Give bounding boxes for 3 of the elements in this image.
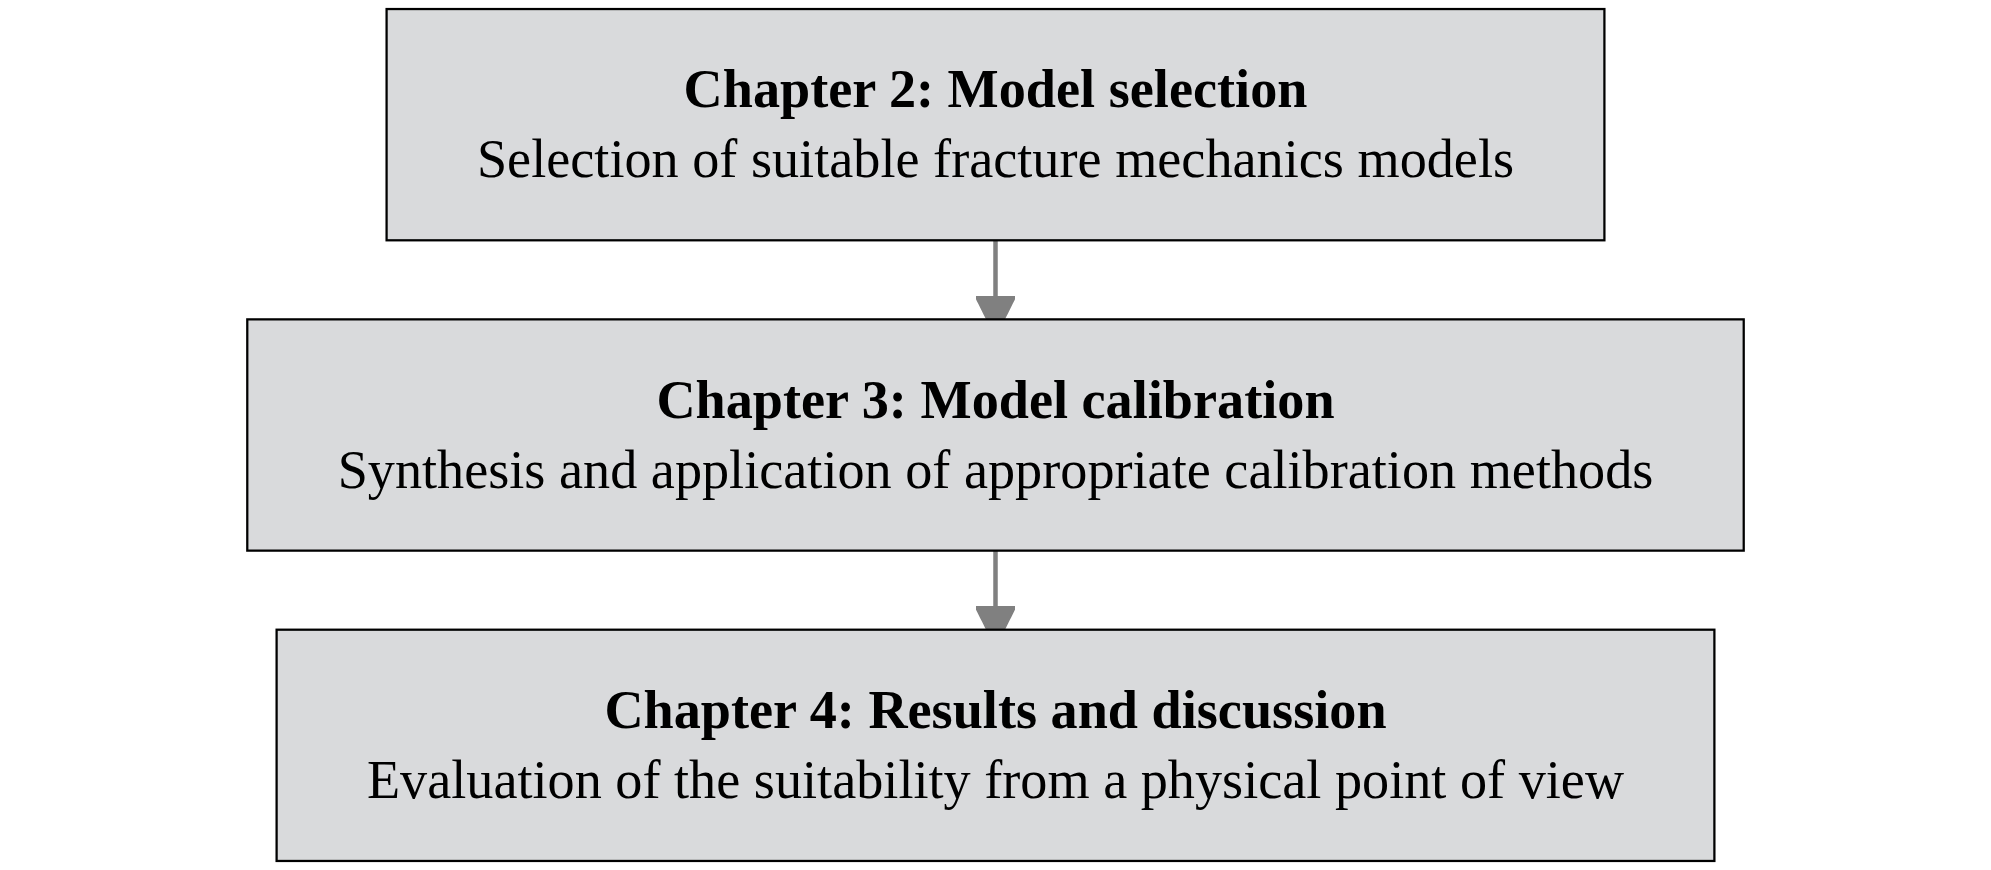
node-box: Chapter 3: Model calibration Synthesis and application of appropriate calibration methods (246, 318, 1745, 552)
node-box: Chapter 2: Model selection Selection of suitable fracture mechanics models (385, 7, 1606, 242)
node-box: Chapter 4: Results and discussion Evaluation of the suitability from a physical point of view (275, 628, 1716, 863)
